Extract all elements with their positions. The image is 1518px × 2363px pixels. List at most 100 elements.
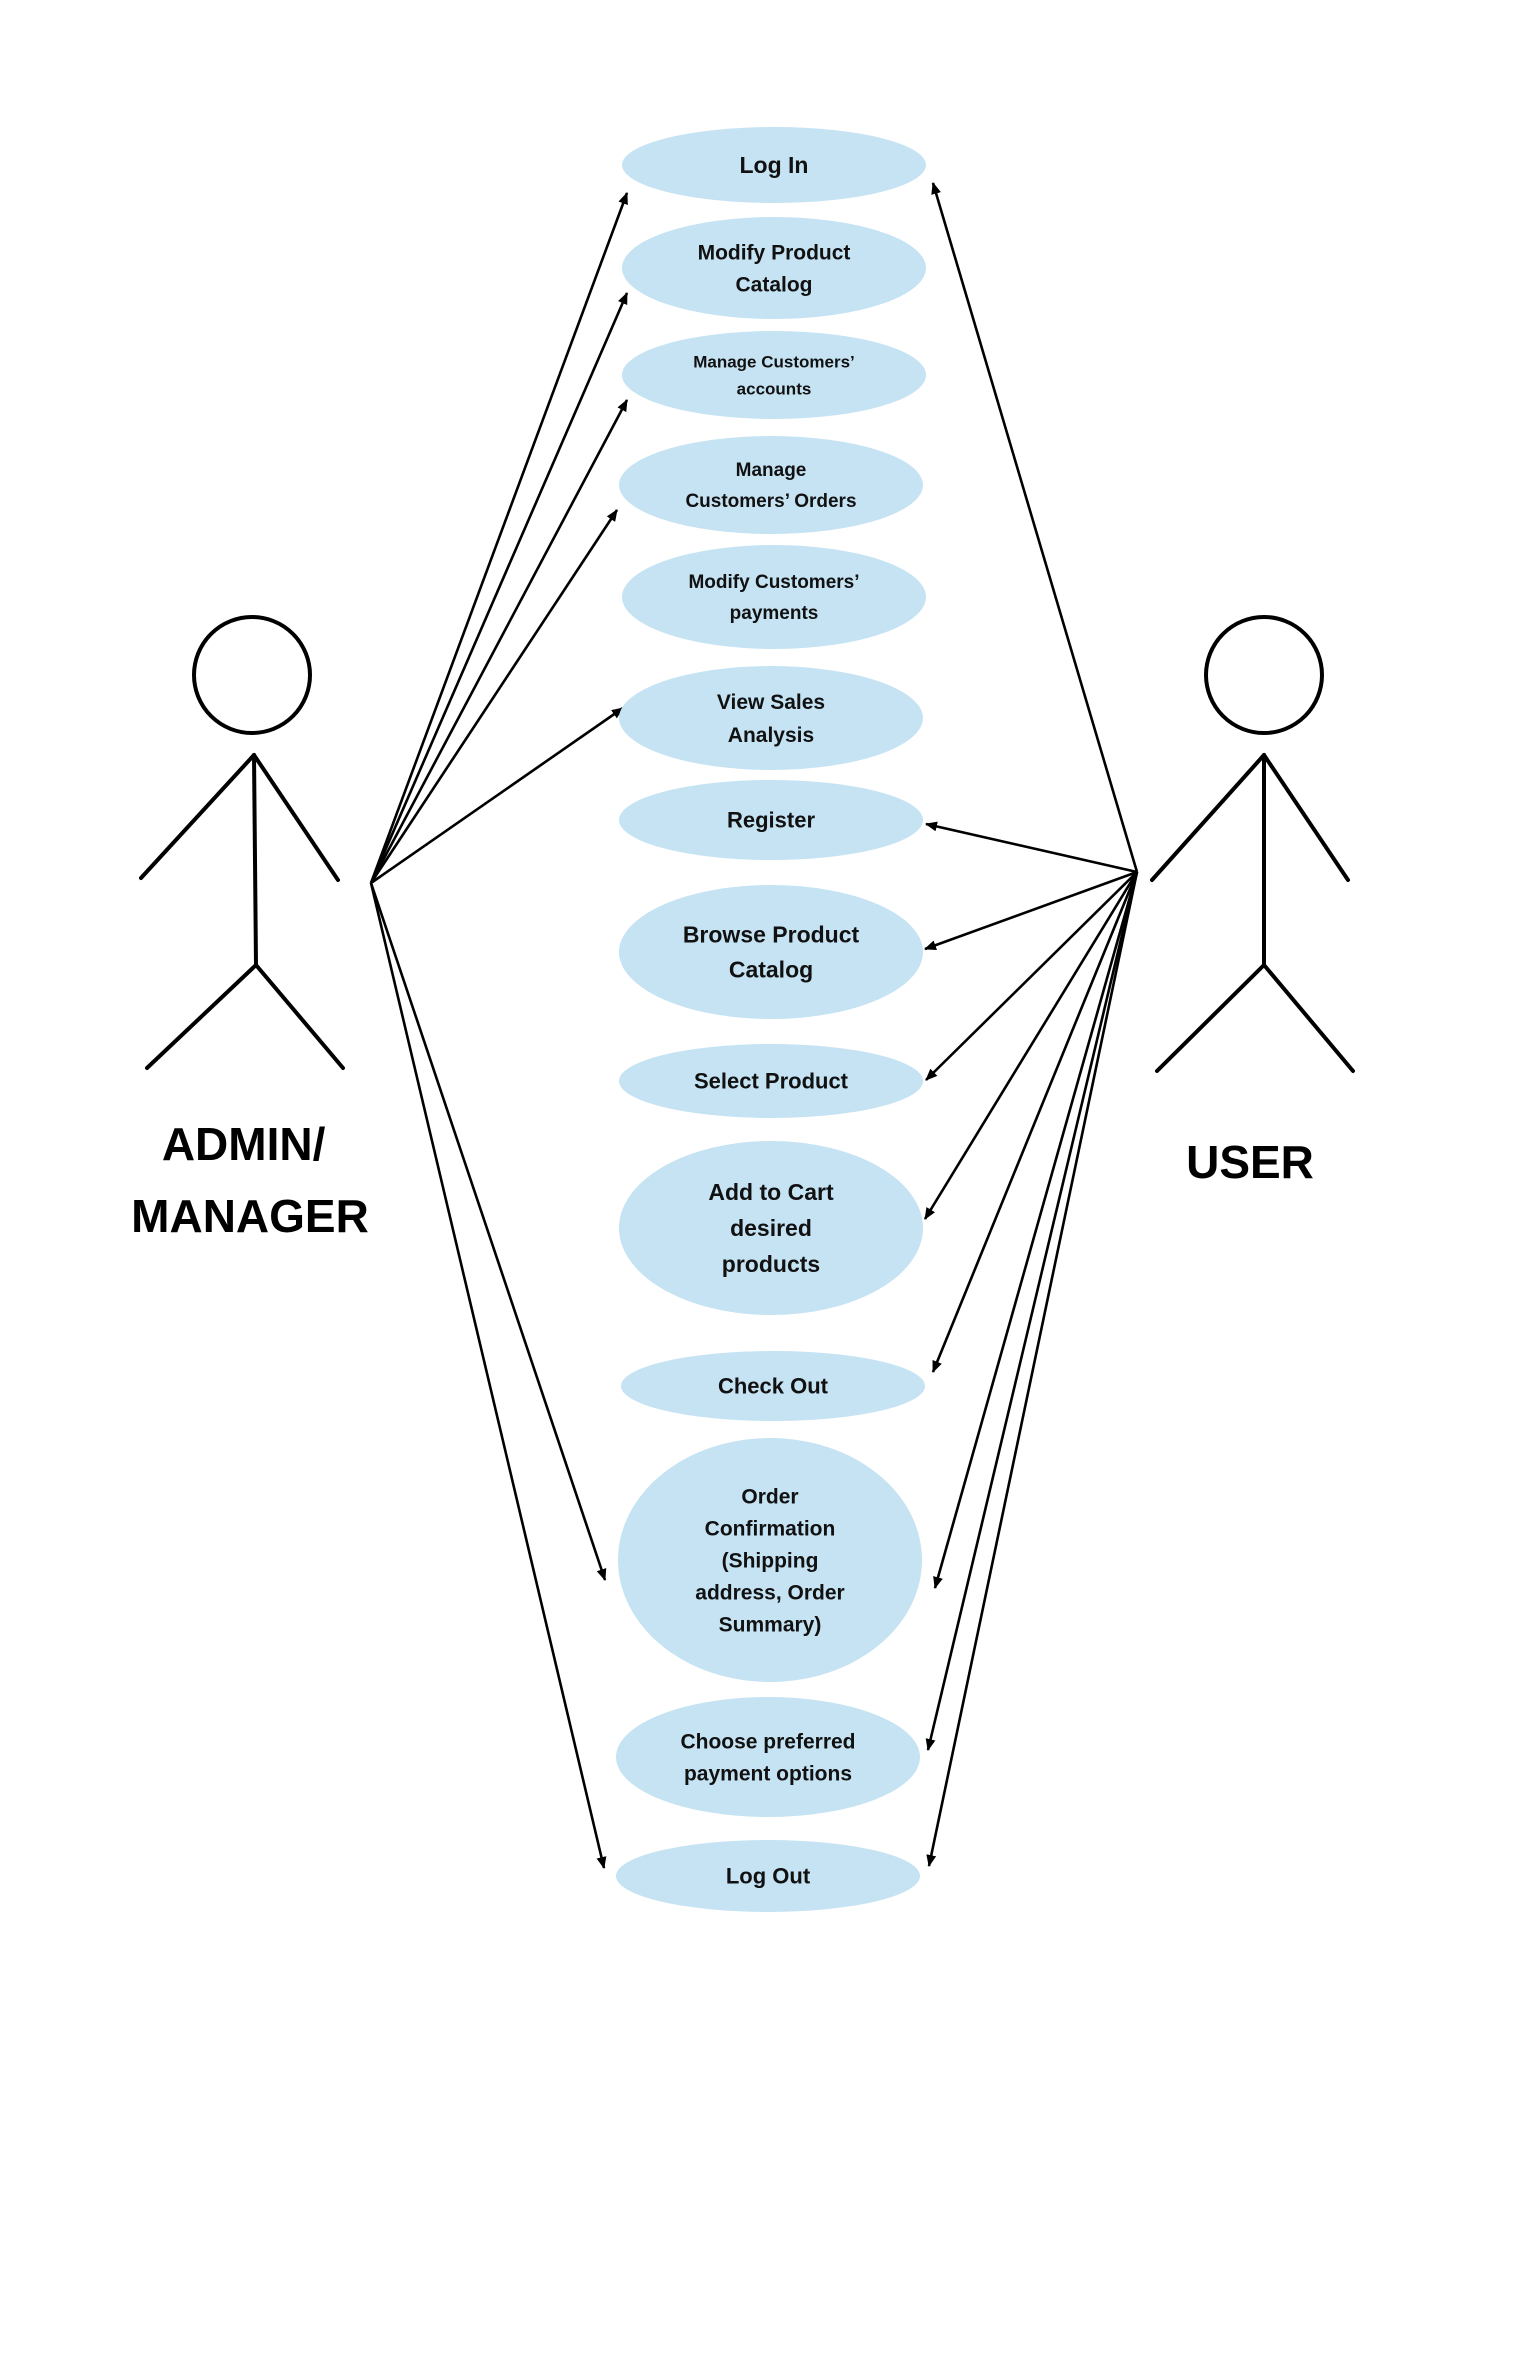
user-to-register-association bbox=[925, 821, 1138, 874]
user-actor-label-line: USER bbox=[1186, 1136, 1314, 1188]
use-case-label-line: Select Product bbox=[694, 1069, 849, 1094]
use-case-check-out: Check Out bbox=[621, 1351, 925, 1421]
use-case-label-line: Check Out bbox=[718, 1374, 829, 1399]
use-case-label-line: Add to Cart bbox=[708, 1179, 834, 1205]
use-case-label-line: (Shipping bbox=[722, 1549, 819, 1572]
use-case-label-line: Customers’ Orders bbox=[685, 491, 856, 512]
use-case-ellipse bbox=[616, 1697, 920, 1817]
use-case-label-line: address, Order bbox=[695, 1581, 844, 1604]
admin-to-manage-customers-orders-association bbox=[369, 509, 619, 884]
use-case-ellipse bbox=[622, 545, 926, 649]
use-case-ellipse bbox=[616, 1840, 920, 1912]
admin-actor-left-leg bbox=[145, 963, 258, 1070]
use-case-ellipse bbox=[619, 666, 923, 770]
admin-actor-head bbox=[192, 615, 312, 735]
use-case-label-line: accounts bbox=[737, 379, 812, 398]
user-to-select-product-association bbox=[925, 871, 1138, 1081]
user-actor-head bbox=[1204, 615, 1324, 735]
user-to-browse-product-catalog-association bbox=[924, 870, 1138, 951]
use-case-label-line: Summary) bbox=[719, 1613, 822, 1636]
use-case-label: Select Product bbox=[694, 1069, 849, 1094]
admin-actor: ADMIN/ MANAGER bbox=[131, 615, 369, 1242]
use-case-ellipse bbox=[621, 1351, 925, 1421]
use-case-ellipse bbox=[619, 780, 923, 860]
use-case-label: Add to Cart desired products bbox=[708, 1179, 834, 1277]
associations bbox=[369, 182, 1139, 1869]
use-case-label-line: Analysis bbox=[728, 724, 814, 747]
use-case-label: Choose preferred payment options bbox=[680, 1730, 855, 1785]
use-case-label-line: Modify Customers’ bbox=[688, 572, 859, 593]
use-case-label-line: desired bbox=[730, 1215, 812, 1241]
use-case-manage-customers-accounts: Manage Customers’accounts bbox=[622, 331, 926, 419]
admin-actor-torso bbox=[252, 753, 258, 967]
use-case-label-line: payments bbox=[730, 603, 819, 624]
use-case-log-out: Log Out bbox=[616, 1840, 920, 1912]
user-actor: USER bbox=[1150, 615, 1355, 1188]
user-actor-left-leg bbox=[1155, 963, 1266, 1073]
use-case-label: Modify Customers’ payments bbox=[688, 572, 859, 624]
user-to-order-confirmation-association bbox=[933, 871, 1139, 1589]
admin-to-order-confirmation-association bbox=[369, 882, 607, 1581]
use-case-label-line: Log In bbox=[740, 152, 809, 178]
user-actor-label: USER bbox=[1186, 1136, 1314, 1188]
use-case-label-line: Catalog bbox=[735, 273, 812, 296]
user-actor-right-arm bbox=[1262, 753, 1350, 882]
use-case-label-line: Register bbox=[727, 808, 815, 833]
user-to-add-to-cart-association bbox=[923, 871, 1139, 1220]
user-to-check-out-association bbox=[931, 871, 1139, 1373]
use-case-label: Manage Customers’accounts bbox=[693, 352, 855, 398]
admin-actor-right-arm bbox=[252, 753, 340, 882]
use-case-ellipse bbox=[619, 1141, 923, 1315]
use-case-label-line: Choose preferred bbox=[680, 1730, 855, 1753]
use-case-label-line: products bbox=[722, 1251, 820, 1277]
use-case-label: Check Out bbox=[718, 1374, 829, 1399]
admin-actor-left-arm bbox=[139, 753, 256, 880]
use-case-label-line: Confirmation bbox=[705, 1517, 836, 1540]
admin-actor-right-leg bbox=[254, 963, 345, 1070]
use-case-choose-payment: Choose preferred payment options bbox=[616, 1697, 920, 1817]
use-case-label-line: Manage bbox=[736, 460, 807, 481]
use-case-label: Register bbox=[727, 808, 815, 833]
use-case-ellipse bbox=[619, 1044, 923, 1118]
user-to-log-in-association bbox=[931, 182, 1139, 873]
user-actor-right-leg bbox=[1262, 963, 1355, 1073]
admin-actor-label: ADMIN/ MANAGER bbox=[131, 1118, 369, 1242]
use-case-modify-customers-payments: Modify Customers’ payments bbox=[622, 545, 926, 649]
use-case-select-product: Select Product bbox=[619, 1044, 923, 1118]
use-case-label-line: Browse Product bbox=[683, 922, 860, 948]
use-case-label-line: payment options bbox=[684, 1762, 852, 1785]
use-case-ellipse bbox=[618, 1438, 922, 1682]
use-case-add-to-cart: Add to Cart desired products bbox=[619, 1141, 923, 1315]
use-case-register: Register bbox=[619, 780, 923, 860]
use-case-label-line: Modify Product bbox=[698, 241, 851, 264]
admin-actor-label-line: MANAGER bbox=[131, 1190, 369, 1242]
use-case-label-line: Order bbox=[741, 1485, 798, 1508]
use-case-label: Log In bbox=[740, 152, 809, 178]
use-case-ellipse bbox=[622, 331, 926, 419]
use-case-ellipse bbox=[622, 217, 926, 319]
admin-actor-label-line: ADMIN/ bbox=[162, 1118, 326, 1170]
admin-to-log-out-association bbox=[369, 882, 607, 1869]
use-case-label: Log Out bbox=[726, 1864, 811, 1889]
admin-to-modify-product-catalog-association bbox=[369, 292, 629, 884]
admin-to-view-sales-analysis-association bbox=[370, 706, 624, 885]
use-case-label-line: Log Out bbox=[726, 1864, 811, 1889]
admin-to-manage-customers-accounts-association bbox=[369, 399, 629, 884]
use-case-label-line: Catalog bbox=[729, 957, 813, 983]
use-case-ellipse bbox=[619, 885, 923, 1019]
use-case-ellipse bbox=[622, 127, 926, 203]
user-to-log-out-association bbox=[926, 871, 1139, 1867]
admin-to-log-in-association bbox=[369, 192, 629, 884]
